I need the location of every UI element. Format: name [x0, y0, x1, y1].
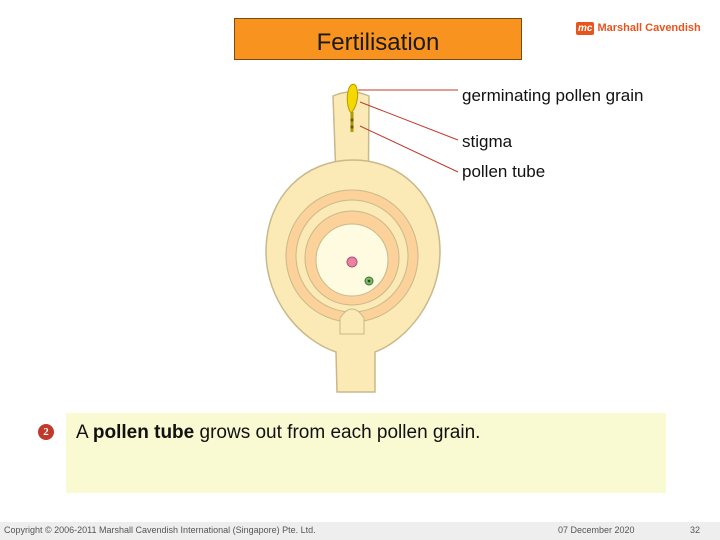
tube-nucleus: [350, 118, 353, 121]
footer-bar: Copyright © 2006-2011 Marshall Cavendish…: [0, 522, 720, 540]
caption-suffix: grows out from each pollen grain.: [194, 422, 480, 443]
egg-nucleus: [368, 280, 371, 283]
label-stigma: stigma: [462, 132, 512, 152]
caption-box: A pollen tube grows out from each pollen…: [66, 413, 666, 493]
footer-date: 07 December 2020: [558, 525, 635, 535]
footer-copyright: Copyright © 2006-2011 Marshall Cavendish…: [4, 525, 316, 535]
footer-page-number: 32: [690, 525, 700, 535]
label-pollen-tube: pollen tube: [462, 162, 545, 182]
caption-bold-term: pollen tube: [93, 422, 194, 443]
caption-prefix: A: [76, 422, 93, 443]
micropyle: [340, 309, 364, 334]
polar-nucleus: [347, 257, 357, 267]
leader-stigma: [360, 102, 458, 140]
caption-text: A pollen tube grows out from each pollen…: [76, 422, 480, 444]
step-number-badge: 2: [38, 424, 54, 440]
label-germinating-pollen-grain: germinating pollen grain: [462, 86, 643, 106]
generative-nucleus: [350, 125, 353, 128]
